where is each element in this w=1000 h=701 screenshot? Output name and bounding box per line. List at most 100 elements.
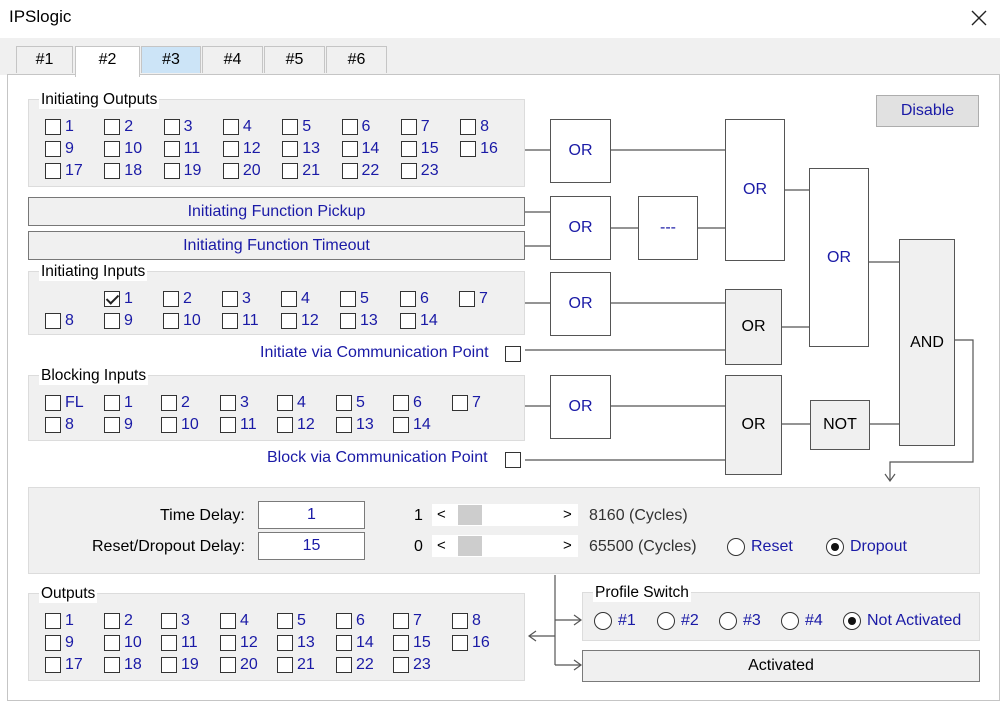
blocking-input-checkbox-2[interactable]: 2 [161,393,190,413]
output-checkbox-4[interactable]: 4 [220,611,249,631]
initiating-output-checkbox-12[interactable]: 12 [222,139,261,159]
initiating-output-checkbox-2[interactable]: 2 [104,117,133,137]
output-checkbox-13[interactable]: 13 [277,633,315,653]
initiating-output-checkbox-14[interactable]: 14 [341,139,379,159]
blocking-input-checkbox-7[interactable]: 7 [452,393,481,413]
blocking-input-checkbox-10[interactable]: 10 [161,415,199,435]
profile-radio-5[interactable]: Not Activated [843,611,961,631]
initiating-input-checkbox-4[interactable]: 4 [281,289,310,309]
initiating-output-checkbox-1[interactable]: 1 [45,117,74,137]
initiating-output-checkbox-19[interactable]: 19 [163,161,201,181]
disable-button[interactable]: Disable [876,95,979,127]
output-checkbox-23[interactable]: 23 [393,655,431,675]
initiating-output-checkbox-20[interactable]: 20 [222,161,261,181]
blocking-input-checkbox-1[interactable]: 1 [104,393,133,413]
initiating-input-checkbox-8[interactable]: 8 [45,311,74,331]
output-checkbox-21[interactable]: 21 [277,655,315,675]
scroll-left-icon[interactable]: < [437,537,446,554]
tab-1[interactable]: #1 [16,46,73,73]
initiating-input-checkbox-14[interactable]: 14 [400,311,438,331]
reset-delay-input[interactable]: 15 [258,532,365,560]
initiating-input-checkbox-3[interactable]: 3 [222,289,251,309]
output-checkbox-5[interactable]: 5 [277,611,306,631]
output-checkbox-17[interactable]: 17 [45,655,83,675]
scroll-left-icon[interactable]: < [437,506,446,523]
initiating-output-checkbox-17[interactable]: 17 [45,161,83,181]
tab-3[interactable]: #3 [141,46,201,73]
profile-radio-4[interactable]: #4 [781,611,823,631]
reset-mode-radio-reset[interactable]: Reset [727,537,793,557]
output-checkbox-8[interactable]: 8 [452,611,481,631]
initiating-output-checkbox-10[interactable]: 10 [104,139,142,159]
output-checkbox-12[interactable]: 12 [220,633,258,653]
tab-5[interactable]: #5 [264,46,325,73]
blocking-input-checkbox-6[interactable]: 6 [393,393,422,413]
output-checkbox-14[interactable]: 14 [336,633,374,653]
initiating-output-checkbox-7[interactable]: 7 [400,117,430,137]
profile-radio-3[interactable]: #3 [719,611,761,631]
output-checkbox-1[interactable]: 1 [45,611,74,631]
blocking-input-checkbox-5[interactable]: 5 [336,393,365,413]
initiating-output-checkbox-4[interactable]: 4 [222,117,252,137]
slider-thumb[interactable] [458,505,482,525]
initiating-output-checkbox-6[interactable]: 6 [341,117,370,137]
output-checkbox-6[interactable]: 6 [336,611,365,631]
profile-radio-1[interactable]: #1 [594,611,636,631]
time-delay-slider[interactable]: < > [432,504,578,526]
scroll-right-icon[interactable]: > [563,537,572,554]
initiating-output-checkbox-18[interactable]: 18 [104,161,142,181]
initiating-input-checkbox-11[interactable]: 11 [222,311,259,331]
tab-4[interactable]: #4 [202,46,263,73]
output-checkbox-19[interactable]: 19 [161,655,199,675]
blocking-input-checkbox-13[interactable]: 13 [336,415,374,435]
output-checkbox-10[interactable]: 10 [104,633,142,653]
blocking-input-checkbox-3[interactable]: 3 [220,393,249,413]
initiating-input-checkbox-7[interactable]: 7 [459,289,488,309]
close-button[interactable] [964,3,994,33]
reset-mode-radio-dropout[interactable]: Dropout [826,537,907,557]
initiating-function-pickup-bar[interactable]: Initiating Function Pickup [28,197,525,226]
blocking-input-checkbox-14[interactable]: 14 [393,415,431,435]
output-checkbox-7[interactable]: 7 [393,611,422,631]
initiating-output-checkbox-21[interactable]: 21 [282,161,320,181]
initiating-input-checkbox-12[interactable]: 12 [281,311,319,331]
output-checkbox-20[interactable]: 20 [220,655,258,675]
output-checkbox-2[interactable]: 2 [104,611,133,631]
initiating-input-checkbox-1[interactable]: 1 [104,289,133,309]
initiate-comm-point-checkbox[interactable] [505,344,521,364]
initiating-function-timeout-bar[interactable]: Initiating Function Timeout [28,231,525,260]
initiating-output-checkbox-15[interactable]: 15 [400,139,439,159]
blocking-input-checkbox-fl[interactable]: FL [45,393,84,413]
output-checkbox-22[interactable]: 22 [336,655,374,675]
output-checkbox-18[interactable]: 18 [104,655,142,675]
initiating-input-checkbox-2[interactable]: 2 [163,289,192,309]
output-checkbox-16[interactable]: 16 [452,633,490,653]
profile-radio-2[interactable]: #2 [657,611,699,631]
initiating-input-checkbox-6[interactable]: 6 [400,289,429,309]
initiating-output-checkbox-16[interactable]: 16 [460,139,498,159]
blocking-input-checkbox-4[interactable]: 4 [277,393,306,413]
tab-2[interactable]: #2 [75,46,140,77]
initiating-input-checkbox-5[interactable]: 5 [340,289,369,309]
initiating-output-checkbox-9[interactable]: 9 [45,139,74,159]
output-checkbox-11[interactable]: 11 [161,633,198,653]
initiating-output-checkbox-8[interactable]: 8 [460,117,489,137]
initiating-output-checkbox-5[interactable]: 5 [282,117,311,137]
initiating-input-checkbox-9[interactable]: 9 [104,311,133,331]
initiating-output-checkbox-23[interactable]: 23 [400,161,439,181]
slider-thumb[interactable] [458,536,482,556]
output-checkbox-3[interactable]: 3 [161,611,190,631]
blocking-input-checkbox-8[interactable]: 8 [45,415,74,435]
reset-delay-slider[interactable]: < > [432,535,578,557]
output-checkbox-9[interactable]: 9 [45,633,74,653]
tab-6[interactable]: #6 [326,46,387,73]
time-delay-input[interactable]: 1 [258,501,365,529]
blocking-input-checkbox-11[interactable]: 11 [220,415,257,435]
initiating-output-checkbox-11[interactable]: 11 [163,139,200,159]
block-comm-point-checkbox[interactable] [505,450,521,470]
blocking-input-checkbox-9[interactable]: 9 [104,415,133,435]
initiating-output-checkbox-3[interactable]: 3 [163,117,193,137]
initiating-output-checkbox-13[interactable]: 13 [282,139,320,159]
initiating-output-checkbox-22[interactable]: 22 [341,161,379,181]
scroll-right-icon[interactable]: > [563,506,572,523]
